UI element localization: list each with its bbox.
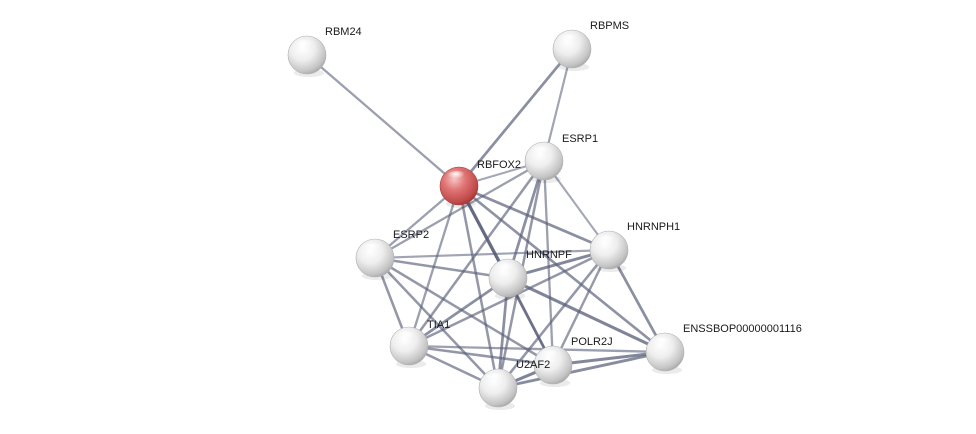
node-label: TIA1 — [427, 319, 450, 331]
node-label: POLR2J — [571, 336, 613, 348]
edge-hnrnph1-enssbop00000001116[interactable] — [607, 248, 667, 354]
edge-esrp2-polr2j[interactable] — [373, 256, 555, 367]
node-hnrnpf[interactable]: HNRNPF — [488, 249, 572, 300]
edge-hnrnph1-u2af2[interactable] — [496, 248, 611, 390]
node-esrp2[interactable]: ESRP2 — [355, 229, 429, 280]
edge-hnrnph1-polr2j[interactable] — [551, 248, 611, 367]
node-tia1[interactable]: TIA1 — [389, 319, 450, 368]
edge-esrp2-u2af2[interactable] — [373, 256, 500, 390]
edge-hnrnph1-tia1[interactable] — [407, 248, 611, 348]
node-label: RBPMS — [590, 20, 629, 32]
node-label: RBFOX2 — [477, 159, 521, 171]
edge-u2af2-enssbop00000001116[interactable] — [496, 350, 667, 390]
edge-rbm24-rbfox2[interactable] — [305, 53, 461, 188]
node-label: RBM24 — [325, 26, 362, 38]
edge-esrp1-esrp2[interactable] — [373, 159, 546, 260]
edge-rbfox2-u2af2[interactable] — [457, 184, 500, 390]
node-u2af2[interactable]: U2AF2 — [478, 359, 550, 410]
node-highlight — [652, 337, 674, 349]
node-highlight — [531, 146, 553, 158]
node-highlight — [495, 263, 517, 275]
edge-hnrnpf-tia1[interactable] — [407, 276, 510, 348]
node-label: HNRNPH1 — [627, 221, 680, 233]
node-label: ENSSBOP00000001116 — [683, 323, 802, 335]
node-label: ESRP2 — [393, 229, 429, 241]
node-enssbop00000001116[interactable]: ENSSBOP00000001116 — [645, 323, 802, 374]
node-label: U2AF2 — [516, 359, 550, 371]
node-label: HNRNPF — [526, 249, 572, 261]
edge-tia1-polr2j[interactable] — [407, 344, 555, 367]
edge-esrp2-hnrnph1[interactable] — [373, 248, 611, 260]
node-label: ESRP1 — [562, 133, 598, 145]
node-highlight — [396, 331, 418, 343]
edge-esrp1-polr2j[interactable] — [542, 159, 555, 367]
node-highlight — [446, 171, 468, 183]
node-hnrnph1[interactable]: HNRNPH1 — [589, 221, 680, 272]
node-highlight — [294, 40, 316, 52]
edge-rbfox2-enssbop00000001116[interactable] — [457, 184, 667, 354]
node-highlight — [362, 243, 384, 255]
edge-hnrnpf-enssbop00000001116[interactable] — [506, 276, 667, 354]
edge-tia1-enssbop00000001116[interactable] — [407, 344, 667, 354]
node-highlight — [559, 34, 581, 46]
node-highlight — [485, 373, 507, 385]
node-esrp1[interactable]: ESRP1 — [524, 133, 598, 183]
node-rbfox2[interactable]: RBFOX2 — [439, 159, 521, 208]
node-highlight — [540, 350, 562, 362]
edge-rbpms-rbfox2[interactable] — [457, 47, 574, 188]
edge-esrp2-hnrnpf[interactable] — [373, 256, 510, 280]
node-polr2j[interactable]: POLR2J — [533, 336, 613, 387]
node-rbpms[interactable]: RBPMS — [552, 20, 629, 71]
node-rbm24[interactable]: RBM24 — [287, 26, 362, 77]
node-highlight — [596, 235, 618, 247]
edge-esrp1-hnrnpf[interactable] — [506, 159, 546, 280]
